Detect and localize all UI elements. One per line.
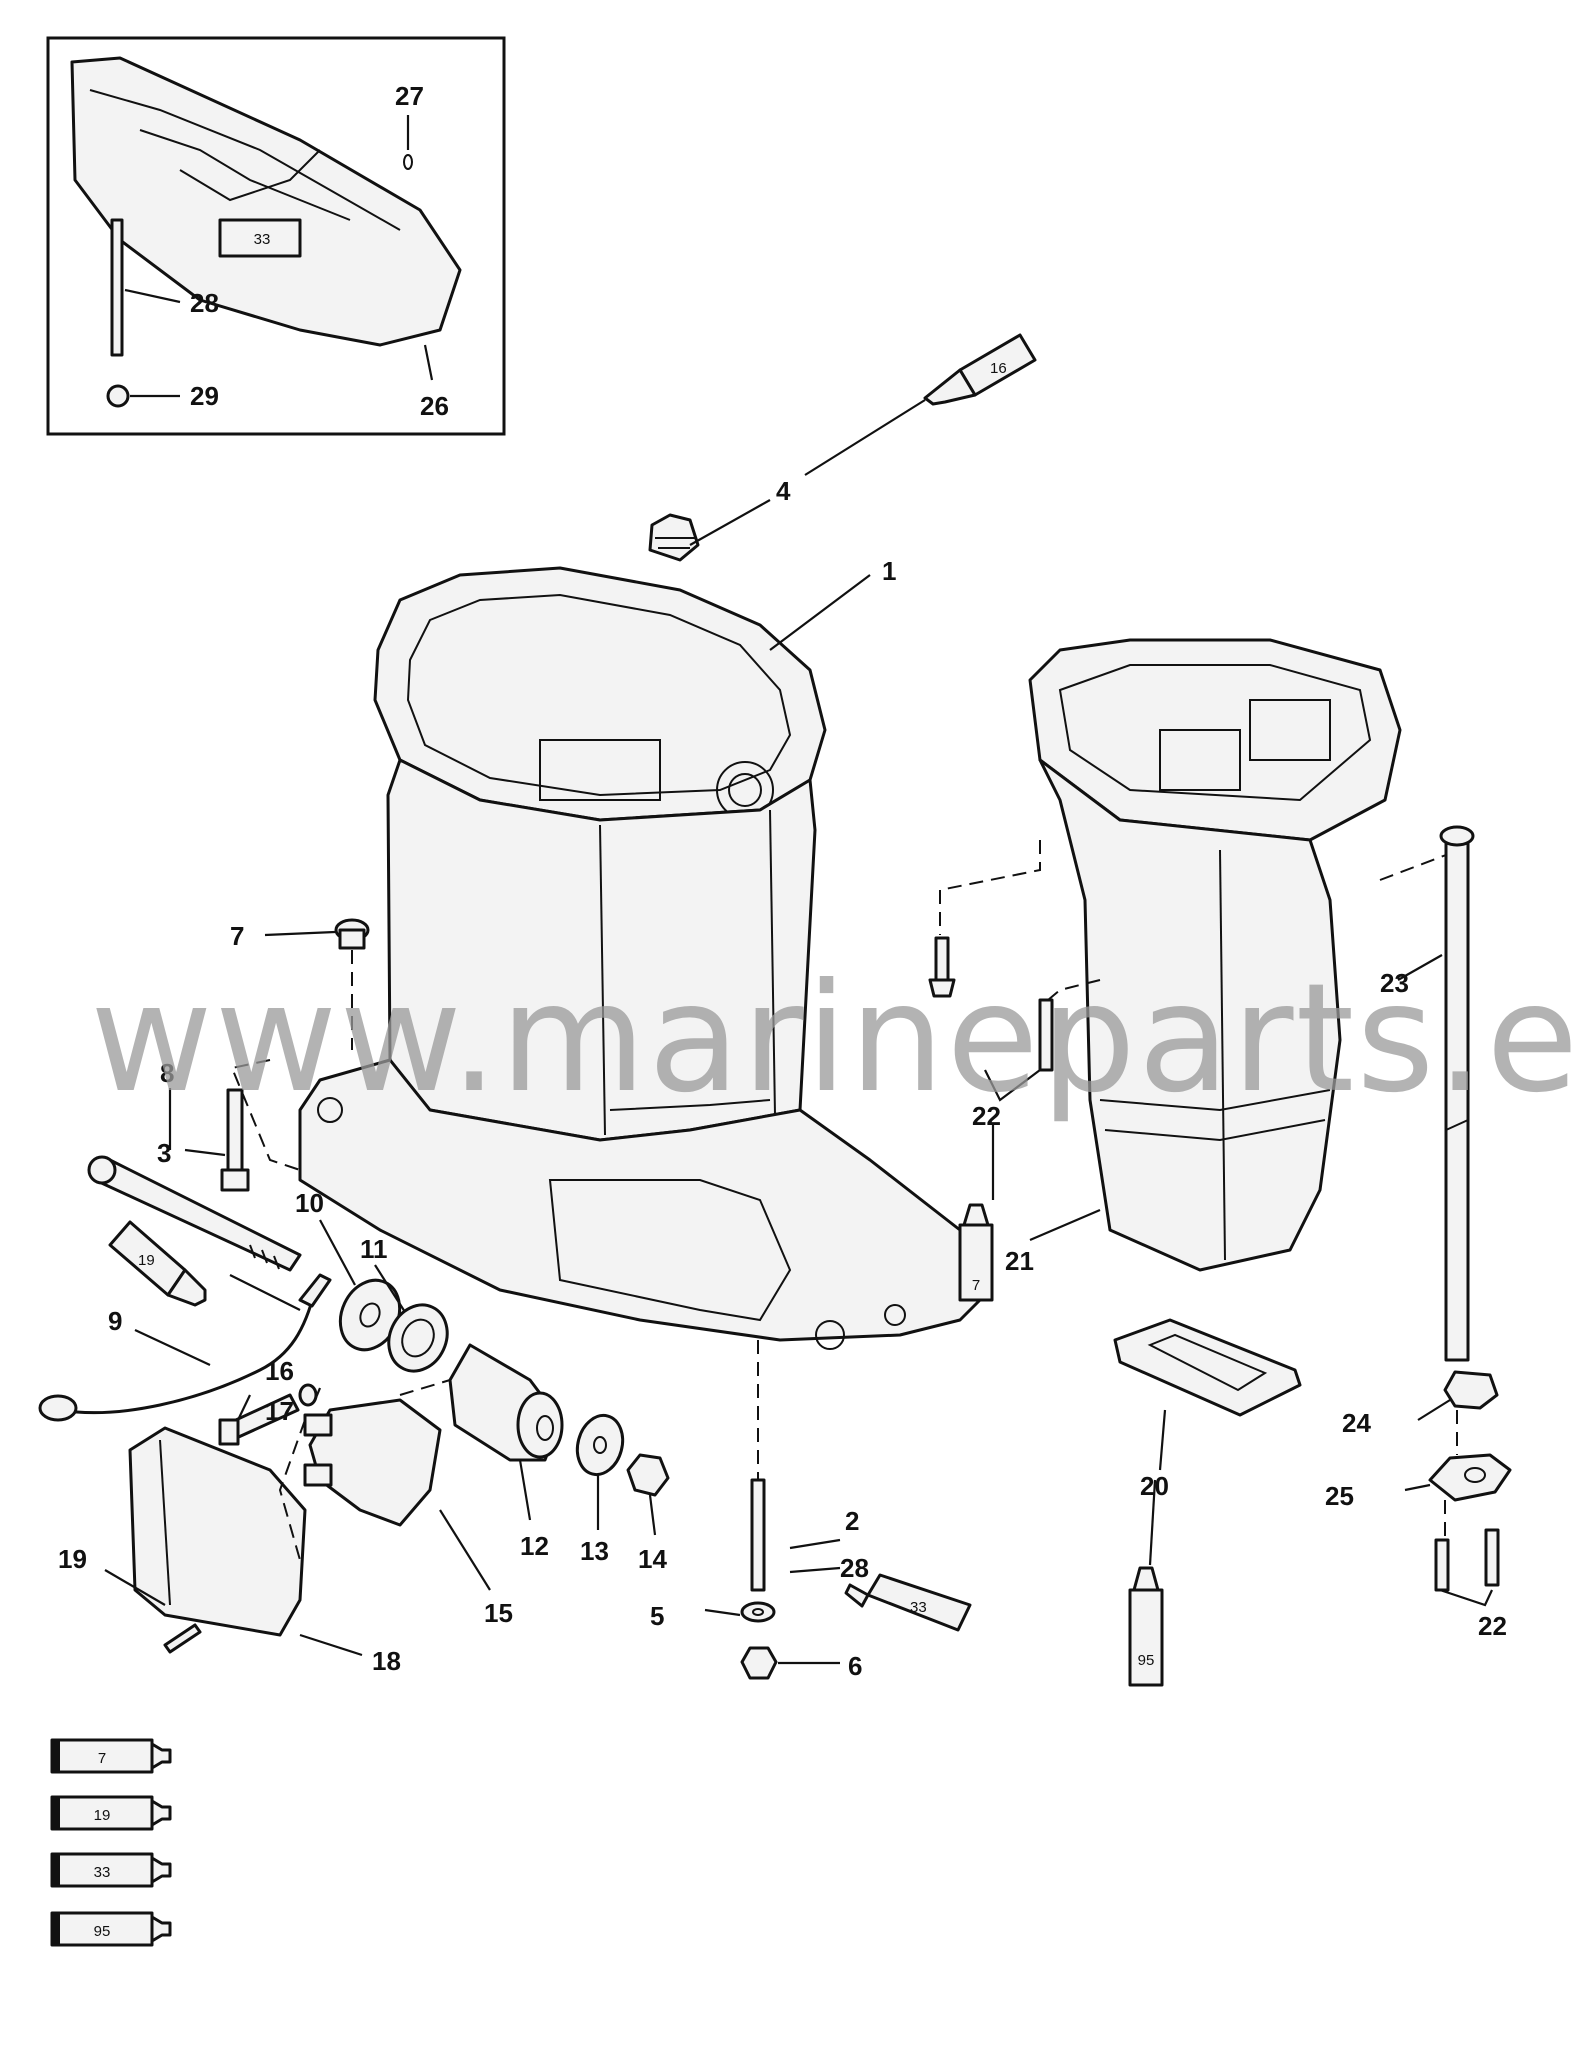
callout-28-main: 28 [840,1553,869,1583]
callout-3: 3 [157,1138,171,1168]
part-25-retainer [1428,1453,1512,1502]
callout-11: 11 [360,1234,388,1264]
tube-mid: 7 [958,1203,994,1302]
callout-10: 10 [295,1188,324,1218]
part-18-cover [128,1426,307,1637]
callout-18: 18 [372,1646,401,1676]
part-15-bracket [303,1398,442,1527]
tube-bottom: 33 [844,1573,972,1632]
legend-label-33: 33 [94,1864,111,1881]
part-21-extension-housing [1028,638,1402,1272]
inset-panel: 33 27 28 29 26 [46,36,506,436]
part-24-grommet [1443,1370,1499,1410]
part-23-water-tube [1439,825,1475,1362]
callout-22-lower: 22 [1478,1611,1507,1641]
part-3-bolt [220,1088,250,1192]
callout-5: 5 [650,1601,664,1631]
callout-27: 27 [395,81,424,111]
part-17-washer [298,1383,318,1407]
callout-17: 17 [265,1396,294,1426]
part-13-washer [575,1413,625,1477]
part-8-long-bolt [87,1155,302,1272]
part-9-ground-cable [38,1273,332,1422]
callout-25: 25 [1325,1481,1354,1511]
callout-14: 14 [638,1544,667,1574]
callout-7: 7 [230,921,244,951]
part-29-nut [106,384,130,408]
tube-right: 95 [1128,1566,1164,1687]
part-22-screws [928,936,1500,1592]
callout-16: 16 [265,1356,294,1386]
inset-tube-body [218,218,302,258]
leader-lines [104,399,1493,1665]
callout-12: 12 [520,1531,549,1561]
callout-2: 2 [845,1506,859,1536]
callout-9: 9 [108,1306,122,1336]
inset-tube-label: 33 [254,231,271,248]
callout-22-upper: 22 [972,1101,1001,1131]
callout-26: 26 [420,391,449,421]
callout-13: 13 [580,1536,609,1566]
tube-right-label: 95 [1138,1652,1155,1669]
tube-left-label: 19 [138,1252,155,1269]
legend-item-7: 7 [50,1738,172,1774]
part-16-bolt [218,1393,300,1446]
callout-4: 4 [776,476,791,506]
legend-item-95: 95 [50,1911,172,1947]
callout-24: 24 [1342,1408,1371,1438]
callout-labels: 1 2 3 4 5 6 7 8 9 10 11 12 13 14 15 16 1… [58,476,1507,1681]
callout-28-inset: 28 [190,288,219,318]
tube-top: 16 [923,333,1037,406]
part-12-sender [448,1343,564,1462]
callout-8: 8 [160,1058,174,1088]
watermark-text: www.marineparts.eu [90,952,1587,1126]
part-2-stud [750,1478,766,1592]
part-19-screw [163,1623,202,1654]
legend-item-33: 33 [50,1852,172,1888]
dashed-assembly-lines [230,840,1458,1561]
callout-20: 20 [1140,1471,1169,1501]
tube-top-label: 16 [990,360,1007,377]
tube-bottom-label: 33 [910,1599,927,1616]
part-5-washer [740,1601,776,1623]
part-14-nut [626,1453,670,1497]
part-6-nut [740,1646,778,1680]
legend-item-19: 19 [50,1795,172,1831]
callout-23: 23 [1380,968,1409,998]
sealant-legend: 7 19 33 95 [50,1738,172,1947]
part-11-seal [387,1303,449,1373]
callout-19: 19 [58,1544,87,1574]
legend-label-95: 95 [94,1923,111,1940]
callout-1: 1 [882,556,896,586]
part-4-grommet [648,513,700,562]
part-28-stud-inset [110,218,124,357]
part-20-gasket [1113,1318,1302,1417]
part-1-driveshaft-housing [298,566,992,1350]
legend-label-19: 19 [94,1807,111,1824]
callout-15: 15 [484,1598,513,1628]
tube-left: 19 [108,1220,207,1307]
legend-label-7: 7 [98,1750,106,1767]
callout-21: 21 [1005,1246,1034,1276]
part-7-plug [334,918,370,950]
callout-29: 29 [190,381,219,411]
callout-6: 6 [848,1651,862,1681]
tube-mid-label: 7 [972,1277,980,1294]
